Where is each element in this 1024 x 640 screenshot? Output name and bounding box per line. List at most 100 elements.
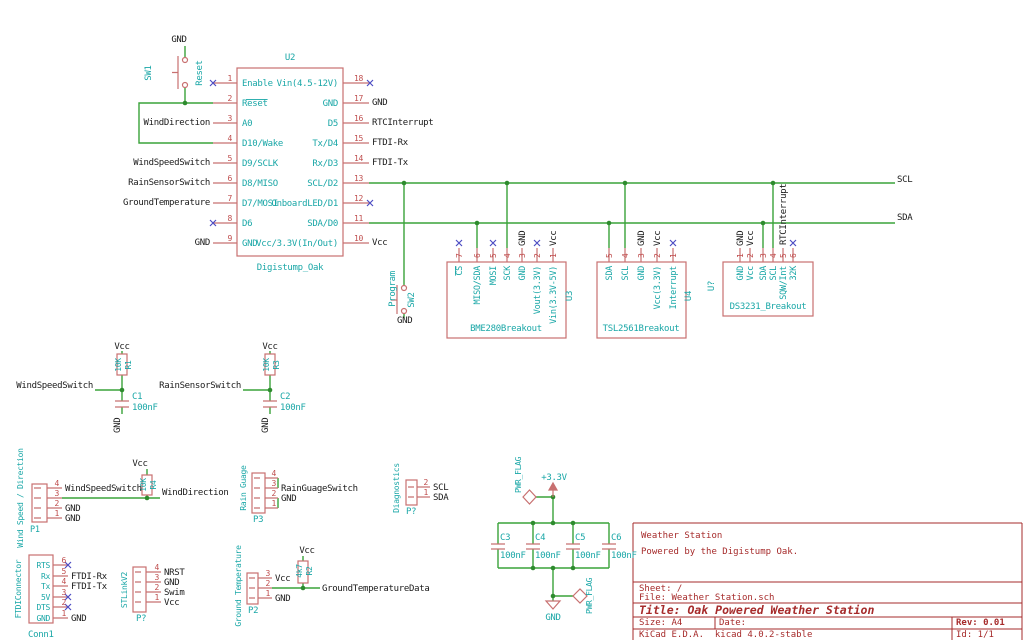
no-connect-x xyxy=(64,561,72,569)
sw2-value: Program xyxy=(388,271,398,307)
u2-pin-name-d9: D9/SCLK xyxy=(242,159,279,169)
c2-capacitor-symbol[interactable] xyxy=(263,400,277,408)
u2-pin-num-16: 16 xyxy=(354,114,364,123)
p3-rainguage-symbol[interactable] xyxy=(251,472,278,514)
p3-pin-num-3: 3 xyxy=(271,479,276,488)
net-label-ftdi-tx-u2: FTDI-Tx xyxy=(372,158,409,168)
pwr-flag-1-symbol[interactable] xyxy=(522,489,537,505)
u2-pin-num-8: 8 xyxy=(227,214,232,223)
u4-value: TSL2561Breakout xyxy=(603,324,680,334)
u2-pin-name-d6: D6 xyxy=(242,219,252,229)
c3-ref: C3 xyxy=(500,533,510,543)
stlink-pin-num-1: 1 xyxy=(154,593,159,602)
power-3v3-symbol[interactable] xyxy=(547,481,559,497)
stlink-connector-symbol[interactable] xyxy=(132,566,161,613)
u2-pin-num-3: 3 xyxy=(227,114,232,123)
net-label-groundtemperature-u2: GroundTemperature xyxy=(123,198,210,208)
conn1-ftdi-symbol[interactable] xyxy=(28,554,68,624)
u2-ref: U2 xyxy=(285,53,295,63)
u7-pin-num-1: 1 xyxy=(736,253,745,258)
p1-ref: P1 xyxy=(30,525,40,535)
u7-ds3231-symbol[interactable] xyxy=(722,248,814,317)
p2-groundtemp-symbol[interactable] xyxy=(246,572,272,605)
conn1-pin-name-5v: 5V xyxy=(41,593,51,602)
titleblock-comment-2: Powered by the Digistump Oak. xyxy=(641,547,799,557)
u4-tsl2561-symbol[interactable] xyxy=(596,248,687,339)
u2-pin-num-1: 1 xyxy=(227,74,232,83)
p1-connector-symbol[interactable] xyxy=(31,483,62,523)
p3-pin-num-2: 2 xyxy=(271,489,276,498)
titleblock-date: Date: xyxy=(719,618,747,628)
u7-pin-num-6: 6 xyxy=(789,253,798,258)
conn1-pin-name-rx: Rx xyxy=(41,572,51,581)
net-label-vcc-u2-10: Vcc xyxy=(372,238,387,248)
r4-resistor-symbol[interactable] xyxy=(141,474,153,496)
r3-resistor-symbol[interactable] xyxy=(264,353,276,376)
u2-digistump-oak-symbol[interactable] xyxy=(213,67,369,257)
titleblock-sheet: Sheet: / xyxy=(639,584,683,594)
u2-value: Digistump_Oak xyxy=(257,263,324,273)
net-label-gnd-conn1: GND xyxy=(71,614,86,624)
net-label-rtcinterrupt-u2: RTCInterrupt xyxy=(372,118,433,128)
u2-pin-name-d10: D10/Wake xyxy=(242,139,283,149)
c1-capacitor-symbol[interactable] xyxy=(115,400,129,408)
c5-ref: C5 xyxy=(575,533,585,543)
u2-pin-num-2: 2 xyxy=(227,94,232,103)
r1-value: 10K xyxy=(114,358,123,372)
u2-pin-num-10: 10 xyxy=(354,234,364,243)
u2-pin-num-17: 17 xyxy=(354,94,364,103)
p2-value: Ground Temperature xyxy=(234,545,243,627)
p1-pin-num-4: 4 xyxy=(54,479,59,488)
gnd-power-symbol[interactable] xyxy=(544,600,562,610)
net-label-vcc-r2: Vcc xyxy=(299,546,314,556)
u3-pin-name-mosi: MOSI xyxy=(489,266,499,285)
u7-pin-name-sda: SDA xyxy=(759,266,769,281)
conn1-value: FTDIConnector xyxy=(14,559,23,618)
r2-ref: R2 xyxy=(305,566,314,576)
net-label-gnd-p3: GND xyxy=(281,494,296,504)
net-label-rainsensorswitch-r3: RainSensorSwitch xyxy=(159,381,241,391)
reset-switch-symbol[interactable] xyxy=(172,56,189,89)
no-connect-x xyxy=(789,239,797,247)
r2-resistor-symbol[interactable] xyxy=(297,560,309,584)
pwr-flag-2-label: PWR_FLAG xyxy=(585,577,594,614)
u2-pin-name-vcc: Vcc/3.3V(In/Out) xyxy=(256,239,338,249)
conn1-pin-name-dts: DTS xyxy=(36,603,50,612)
program-switch-symbol[interactable] xyxy=(391,284,408,315)
u3-pin-name-vout: Vout(3.3V) xyxy=(533,266,543,314)
u7-value: DS3231_Breakout xyxy=(730,302,807,312)
stlink-ref: P? xyxy=(136,614,146,624)
u2-pin-name-reset: Reset xyxy=(242,99,268,109)
diag-value: Diagnostics xyxy=(392,463,401,513)
u7-pin-num-5: 5 xyxy=(779,253,788,258)
net-label-vcc-u4: Vcc xyxy=(653,231,663,246)
sw2-ref: SW2 xyxy=(407,292,417,307)
p2-pin-num-2: 2 xyxy=(265,579,270,588)
conn1-pin-num-5: 5 xyxy=(61,567,66,576)
pwr-flag-2-symbol[interactable] xyxy=(572,588,588,604)
u7-ref: U? xyxy=(707,281,717,291)
net-label-windspeedswitch-p1: WindSpeedSwitch xyxy=(65,484,142,494)
diag-ref: P? xyxy=(406,507,416,517)
u3-ref: U3 xyxy=(565,291,575,301)
wire-i2c-drops xyxy=(476,183,774,248)
u4-pin-num-1: 1 xyxy=(669,253,678,258)
c1-value: 100nF xyxy=(132,403,158,413)
no-connect-x xyxy=(209,219,217,227)
r4-value: 10K xyxy=(139,478,148,492)
diagnostics-connector-symbol[interactable] xyxy=(405,479,430,506)
u2-pin-name-d5: D5 xyxy=(328,119,338,129)
u2-pin-num-15: 15 xyxy=(354,134,364,143)
u4-pin-name-scl: SCL xyxy=(621,266,631,281)
net-label-gnd-u2-17: GND xyxy=(372,98,387,108)
no-connect-x xyxy=(533,239,541,247)
u3-bme280-symbol[interactable] xyxy=(446,248,567,339)
no-connect-x xyxy=(489,239,497,247)
u7-pin-num-3: 3 xyxy=(759,253,768,258)
r1-resistor-symbol[interactable] xyxy=(116,353,128,376)
decoupling-caps-symbols[interactable] xyxy=(491,543,616,550)
r3-value: 10K xyxy=(262,358,271,372)
net-label-swim: Swim xyxy=(164,588,184,598)
